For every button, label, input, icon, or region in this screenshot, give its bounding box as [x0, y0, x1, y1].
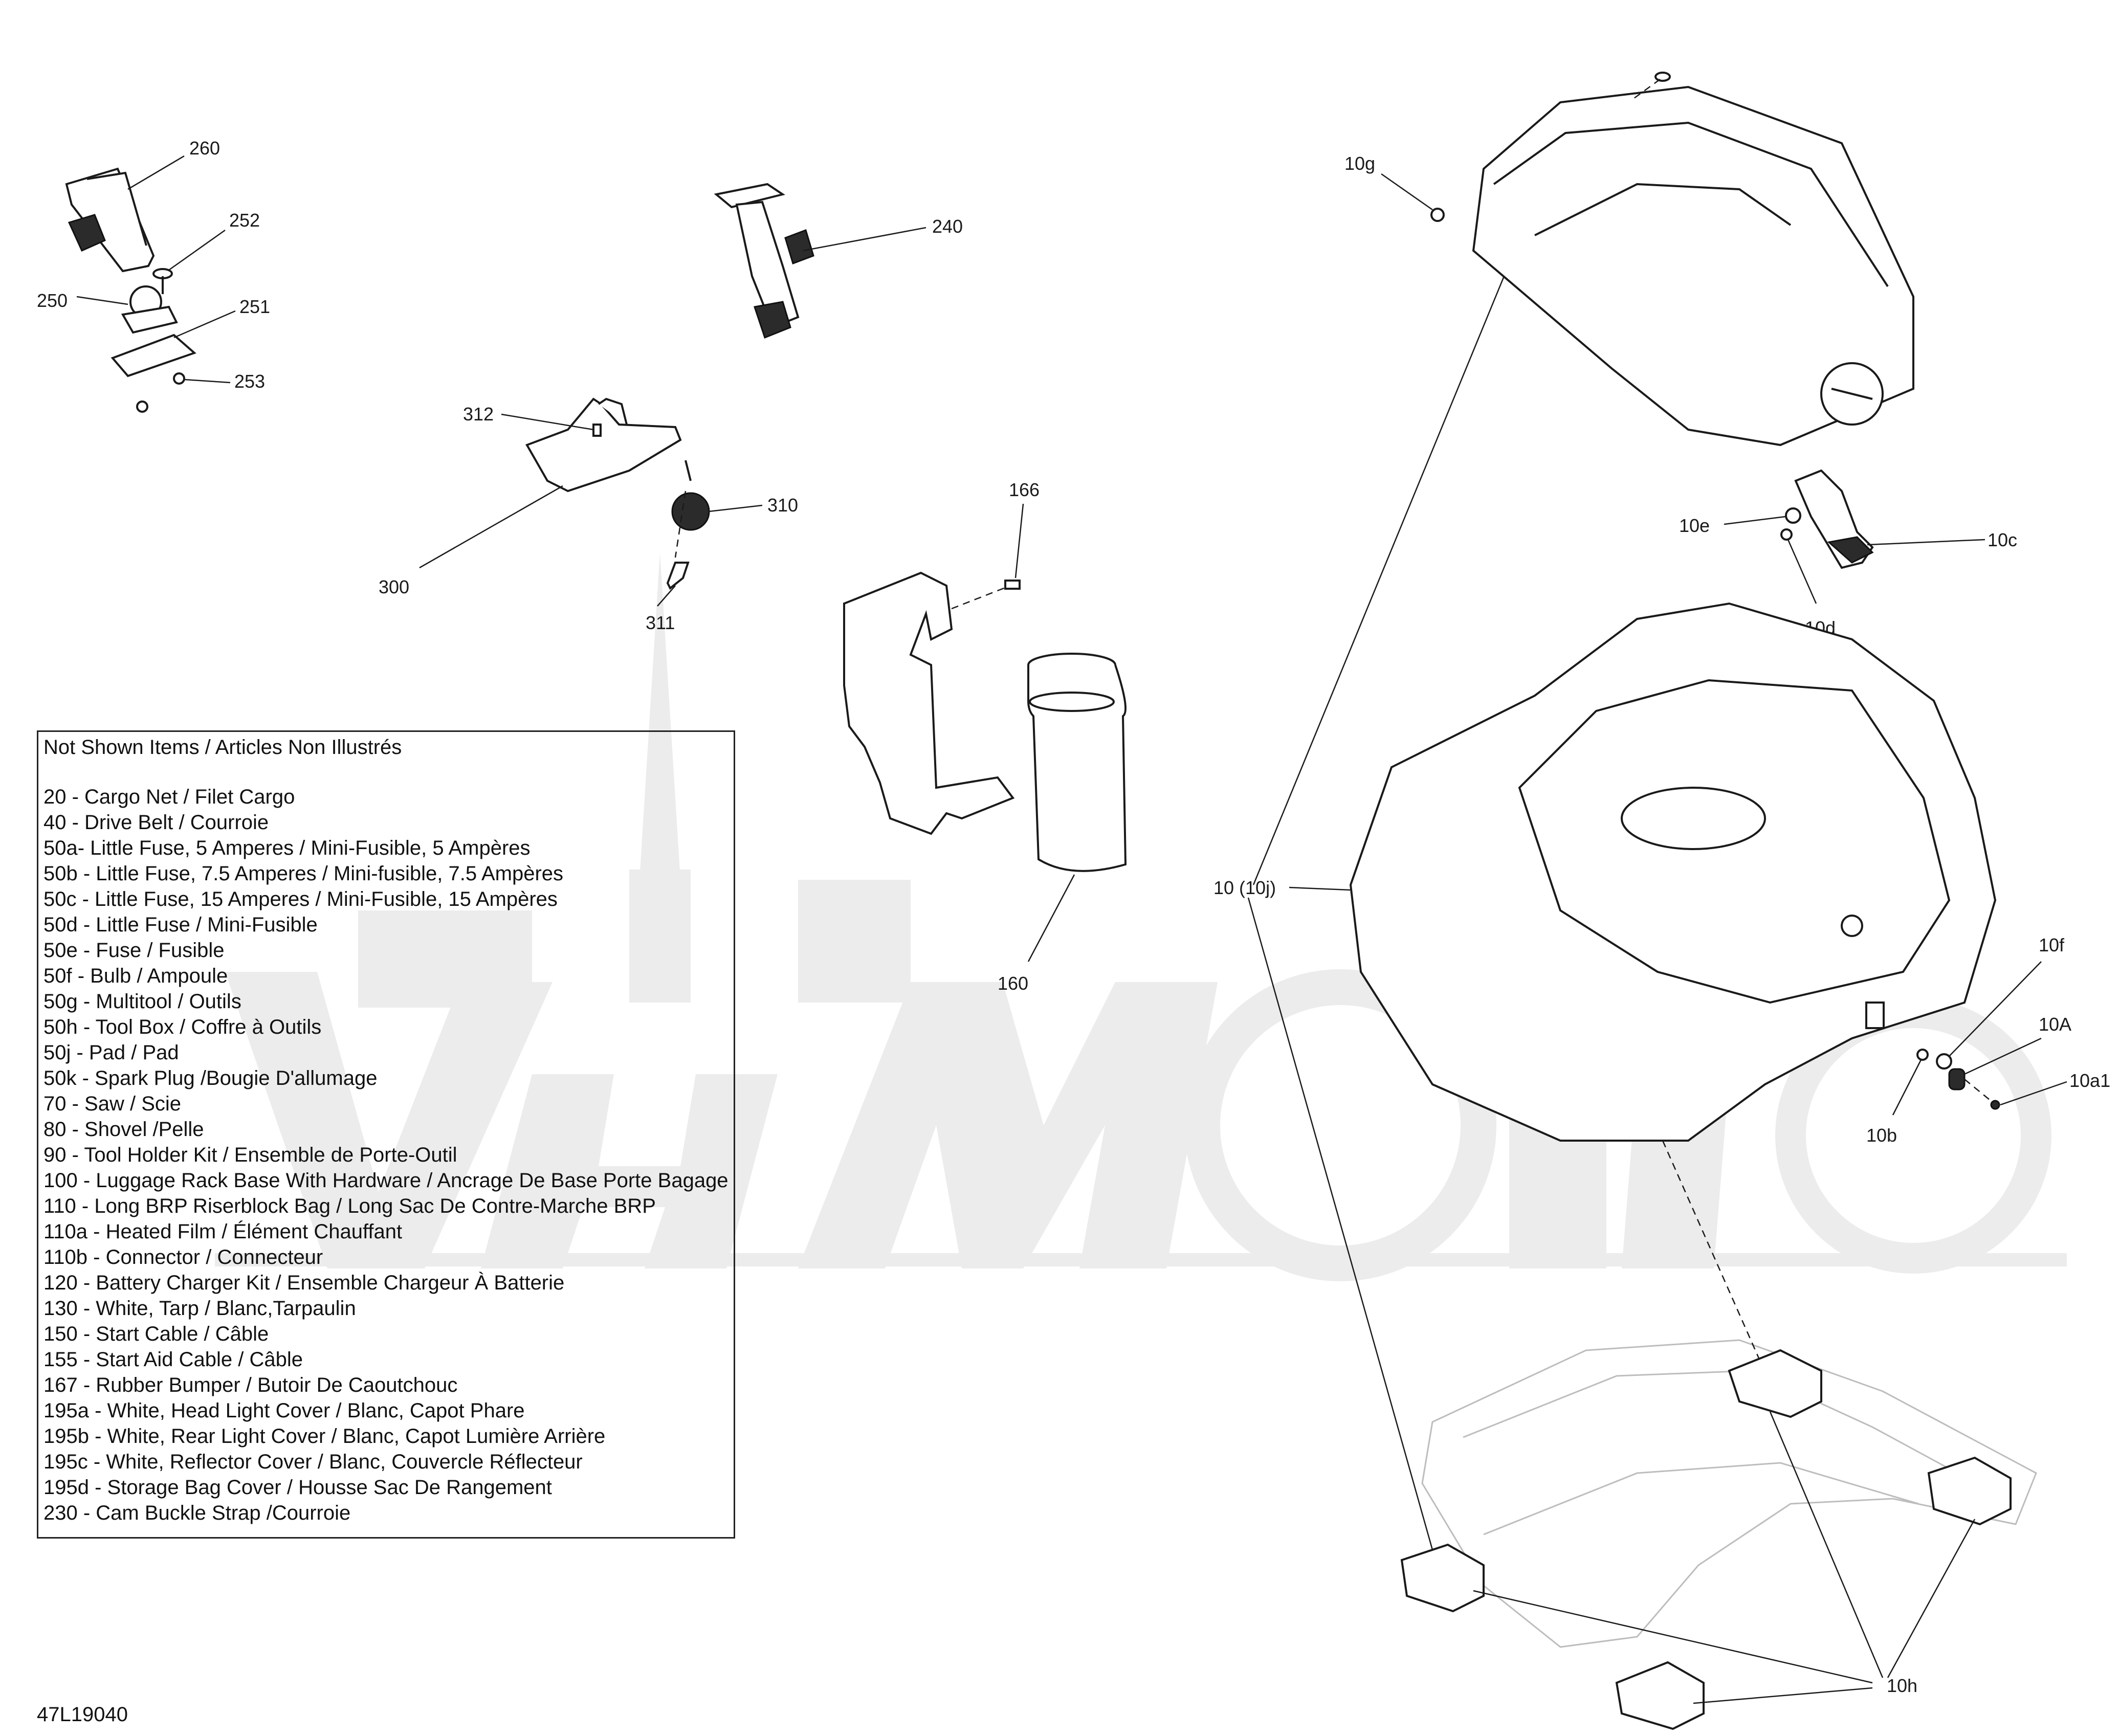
not-shown-item: 167 - Rubber Bumper / Butoir De Caoutcho… [43, 1374, 458, 1396]
callout-10g: 10g [1344, 153, 1375, 174]
not-shown-item: 50f - Bulb / Ampoule [43, 965, 228, 987]
not-shown-items-box: Not Shown Items / Articles Non Illustrés… [37, 730, 735, 1539]
callout-251: 251 [239, 296, 270, 317]
callout-10f: 10f [2039, 934, 2065, 955]
part-10A-spacer: 10A [1948, 1014, 2071, 1090]
not-shown-item: 110b - Connector / Connecteur [43, 1246, 323, 1268]
callout-10a1: 10a1 [2069, 1070, 2110, 1091]
part-10g-lid: 10g [1344, 72, 1914, 447]
not-shown-item: 20 - Cargo Net / Filet Cargo [43, 786, 295, 808]
part-311-screw: 311 [646, 562, 690, 633]
not-shown-item: 195c - White, Reflector Cover / Blanc, C… [43, 1451, 583, 1473]
part-10a1-screw: 10a1 [1964, 1070, 2110, 1110]
part-10b-nut: 10b [1866, 1049, 1929, 1146]
callout-312: 312 [463, 404, 494, 425]
part-252-screw: 252 [152, 210, 260, 294]
not-shown-item: 70 - Saw / Scie [43, 1093, 182, 1115]
not-shown-item: 50a- Little Fuse, 5 Amperes / Mini-Fusib… [43, 837, 531, 859]
part-10c-latch: 10c [1794, 469, 2017, 569]
callout-10e: 10e [1679, 515, 1710, 536]
part-260-mount-arm: 260 [65, 138, 220, 273]
callout-10c: 10c [1988, 529, 2017, 550]
not-shown-item: 100 - Luggage Rack Base With Hardware / … [43, 1169, 729, 1192]
not-shown-item: 195a - White, Head Light Cover / Blanc, … [43, 1399, 525, 1422]
callout-10b: 10b [1866, 1125, 1897, 1146]
callout-250: 250 [37, 290, 68, 311]
part-253-nut: 253 [136, 371, 265, 413]
not-shown-item: 195b - White, Rear Light Cover / Blanc, … [43, 1425, 606, 1448]
not-shown-item: 120 - Battery Charger Kit / Ensemble Cha… [43, 1272, 565, 1294]
part-166-holder-bracket: 166 [843, 479, 1040, 835]
callout-260: 260 [189, 138, 220, 159]
part-10f-bumper: 10f [1936, 934, 2065, 1070]
not-shown-item: 110a - Heated Film / Élément Chauffant [43, 1220, 403, 1243]
not-shown-item: 50h - Tool Box / Coffre à Outils [43, 1016, 322, 1038]
watermark-graphic [215, 552, 2067, 1281]
part-250-ball-base: 250 [37, 285, 178, 334]
part-10e-washer: 10e [1679, 507, 1801, 536]
not-shown-item: 195d - Storage Bag Cover / Housse Sac De… [43, 1476, 552, 1499]
not-shown-item: 50c - Little Fuse, 15 Amperes / Mini-Fus… [43, 888, 558, 910]
callout-160: 160 [998, 973, 1028, 994]
part-160-bottle: 160 [998, 653, 1127, 994]
part-310-ball: 310 [671, 460, 798, 558]
part-10-cargo-box: 10 (10j) [1213, 602, 1997, 1142]
not-shown-item: 80 - Shovel /Pelle [43, 1118, 204, 1141]
not-shown-item: 150 - Start Cable / Câble [43, 1323, 269, 1345]
not-shown-item: 50e - Fuse / Fusible [43, 939, 225, 962]
not-shown-item: 130 - White, Tarp / Blanc,Tarpaulin [43, 1297, 356, 1320]
callout-10A: 10A [2039, 1014, 2071, 1035]
callout-310: 310 [767, 495, 798, 516]
part-300-bracket: 300 [379, 397, 682, 597]
part-251-plate: 251 [111, 296, 270, 377]
not-shown-item: 230 - Cam Buckle Strap /Courroie [43, 1502, 351, 1524]
not-shown-item: 50k - Spark Plug /Bougie D'allumage [43, 1067, 378, 1089]
not-shown-list: 20 - Cargo Net / Filet Cargo 40 - Drive B… [43, 784, 729, 1526]
callout-311: 311 [646, 612, 675, 633]
callout-166: 166 [1009, 479, 1040, 500]
not-shown-item: 110 - Long BRP Riserblock Bag / Long Sac… [43, 1195, 656, 1217]
figure-id: 47L19040 [37, 1703, 128, 1726]
part-10h-feet-rack: 10h [1247, 276, 2037, 1730]
not-shown-item: 40 - Drive Belt / Courroie [43, 811, 269, 834]
not-shown-item: 155 - Start Aid Cable / Câble [43, 1348, 303, 1371]
part-312-screw: 312 [463, 404, 602, 437]
not-shown-item: 50d - Little Fuse / Mini-Fusible [43, 914, 318, 936]
callout-252: 252 [229, 210, 260, 231]
callout-10-10j: 10 (10j) [1213, 877, 1276, 898]
not-shown-item: 50b - Little Fuse, 7.5 Amperes / Mini-fu… [43, 862, 564, 885]
not-shown-item: 50j - Pad / Pad [43, 1041, 179, 1064]
not-shown-item: 90 - Tool Holder Kit / Ensemble de Porte… [43, 1144, 457, 1166]
callout-10h: 10h [1887, 1675, 1917, 1696]
not-shown-item: 50g - Multitool / Outils [43, 990, 241, 1013]
callout-300: 300 [379, 576, 409, 597]
callout-240: 240 [932, 216, 963, 237]
callout-253: 253 [234, 371, 265, 392]
part-240-ram-mount: 240 [714, 183, 963, 339]
not-shown-title: Not Shown Items / Articles Non Illustrés [43, 736, 402, 759]
